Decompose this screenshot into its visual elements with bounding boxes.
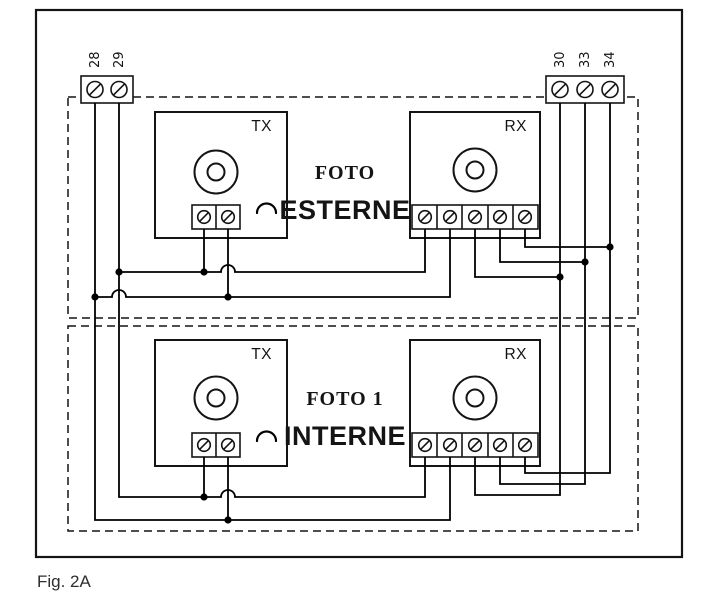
screw-terminal-icon <box>442 437 458 453</box>
jumper-arc-icon <box>255 202 278 215</box>
junction-dot <box>606 243 614 251</box>
junction-dot <box>224 516 232 524</box>
rx-lens-icon <box>452 375 498 421</box>
screw-terminal-icon <box>196 209 212 225</box>
junction-dots <box>91 243 614 524</box>
figure-caption: Fig. 2A <box>37 572 92 591</box>
tx-lens-icon <box>193 149 239 195</box>
junction-dot <box>224 293 232 301</box>
section-box-esterne <box>67 96 639 319</box>
rx-unit-esterne: RX <box>409 111 541 239</box>
section-title-interne: FOTO 1 <box>306 388 383 410</box>
section-box-interne <box>67 325 639 532</box>
rx-interne-label: RX <box>504 346 527 363</box>
section-title-esterne: FOTO <box>315 162 375 184</box>
screw-terminal-icon <box>417 209 433 225</box>
rx-interne-terminal-strip <box>411 432 539 458</box>
section-subtitle-esterne: ESTERNE <box>279 195 410 225</box>
junction-dot <box>581 258 589 266</box>
junction-dot <box>200 268 208 276</box>
wire-terminal34-run <box>524 103 611 474</box>
screw-terminal-icon <box>220 209 236 225</box>
rx-esterne-label: RX <box>504 118 527 135</box>
wire-terminal33-run <box>499 103 586 485</box>
tx-interne-terminal-strip <box>191 432 241 458</box>
screw-terminal-icon <box>551 80 569 99</box>
screw-terminal-icon <box>576 80 594 99</box>
terminal-label-34: 34 <box>603 51 618 68</box>
screw-terminal-icon <box>417 437 433 453</box>
wire-terminal28-upper-branch <box>95 229 451 298</box>
screw-terminal-icon <box>492 437 508 453</box>
wire-terminal29-upper-branch <box>119 229 426 273</box>
terminal-block-right: 30 33 34 <box>545 51 625 104</box>
diagram-border <box>34 8 684 559</box>
tx-esterne-label: TX <box>251 118 272 135</box>
jumper-arc-icon <box>255 430 278 443</box>
rx-esterne-terminal-strip <box>411 204 539 230</box>
screw-terminal-icon <box>86 80 104 99</box>
rx-unit-interne: RX <box>409 339 541 467</box>
junction-dot <box>115 268 123 276</box>
wire-terminal30-upper-branch <box>474 229 560 278</box>
tx-lens-icon <box>193 375 239 421</box>
screw-terminal-icon <box>601 80 619 99</box>
screw-terminal-icon <box>110 80 128 99</box>
screw-terminal-icon <box>467 437 483 453</box>
screw-terminal-icon <box>467 209 483 225</box>
screw-terminal-icon <box>492 209 508 225</box>
tx-interne-label: TX <box>251 346 272 363</box>
screw-terminal-icon <box>517 209 533 225</box>
terminal-label-30: 30 <box>553 51 568 68</box>
wires <box>94 103 611 521</box>
terminal-block-left: 28 29 <box>80 51 134 104</box>
rx-lens-icon <box>452 147 498 193</box>
terminal-label-33: 33 <box>578 51 593 68</box>
terminal-label-29: 29 <box>112 51 127 68</box>
tx-esterne-terminal-strip <box>191 204 241 230</box>
screw-terminal-icon <box>442 209 458 225</box>
junction-dot <box>91 293 99 301</box>
wire-terminal30-run <box>474 103 561 496</box>
wire-terminal34-upper-branch <box>524 229 610 248</box>
wire-terminal33-upper-branch <box>499 229 585 263</box>
tx-unit-interne: TX <box>154 339 288 467</box>
screw-terminal-icon <box>196 437 212 453</box>
terminal-label-28: 28 <box>88 51 103 68</box>
junction-dot <box>556 273 564 281</box>
wire-terminal28-run <box>94 103 451 521</box>
section-subtitle-interne: INTERNE <box>284 421 406 451</box>
junction-dot <box>200 493 208 501</box>
screw-terminal-icon <box>517 437 533 453</box>
tx-unit-esterne: TX <box>154 111 288 239</box>
screw-terminal-icon <box>220 437 236 453</box>
